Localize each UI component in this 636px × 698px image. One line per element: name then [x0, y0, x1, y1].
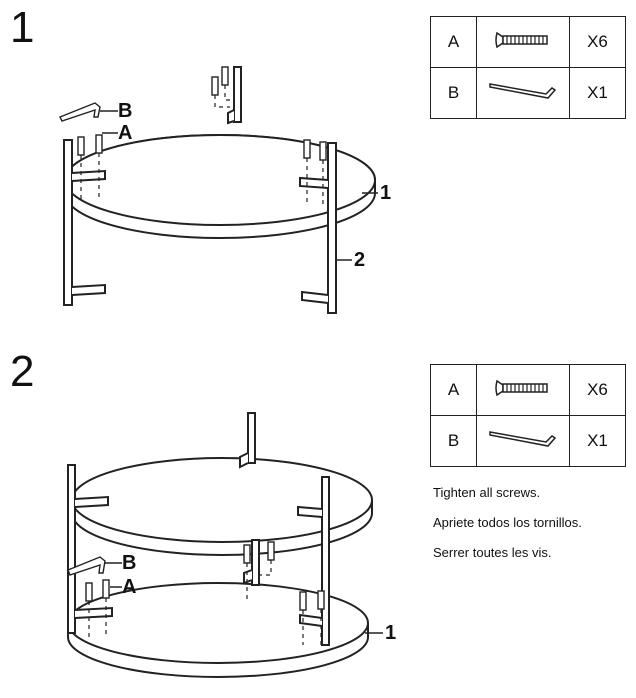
- part-letter: A: [430, 16, 477, 68]
- callout-a: A: [118, 122, 132, 144]
- instruction-french: Serrer toutes les vis.: [433, 545, 552, 560]
- part-letter: B: [430, 67, 477, 119]
- parts-row-b: B X1: [430, 67, 626, 119]
- parts-row-a: A X6: [430, 16, 626, 68]
- callout-b: B: [122, 552, 136, 574]
- step-1-parts-table: A X6 B X1: [430, 16, 626, 119]
- parts-row-a: A X6: [430, 364, 626, 416]
- part-quantity: X1: [569, 67, 626, 119]
- parts-row-b: B X1: [430, 415, 626, 467]
- step-1-assembly-illustration: B A 1 2: [59, 66, 391, 314]
- step-1-number: 1: [10, 3, 35, 52]
- step-2-parts-table: A X6 B X1: [430, 364, 626, 467]
- screw-icon: [476, 364, 570, 416]
- instruction-english: Tighten all screws.: [433, 485, 541, 500]
- callout-table-top: 1: [385, 622, 396, 644]
- part-quantity: X6: [569, 364, 626, 416]
- callout-leg: 2: [354, 249, 365, 271]
- allen-key-icon: [476, 415, 570, 467]
- callout-b: B: [118, 100, 132, 122]
- step-2-number: 2: [10, 347, 35, 396]
- part-letter: A: [430, 364, 477, 416]
- part-letter: B: [430, 415, 477, 467]
- step-2-assembly-illustration: B A 1: [67, 412, 396, 678]
- callout-table-top: 1: [380, 182, 391, 204]
- instruction-spanish: Apriete todos los tornillos.: [433, 515, 582, 530]
- callout-a: A: [122, 576, 136, 598]
- part-quantity: X1: [569, 415, 626, 467]
- screw-icon: [476, 16, 570, 68]
- allen-key-icon: [476, 67, 570, 119]
- part-quantity: X6: [569, 16, 626, 68]
